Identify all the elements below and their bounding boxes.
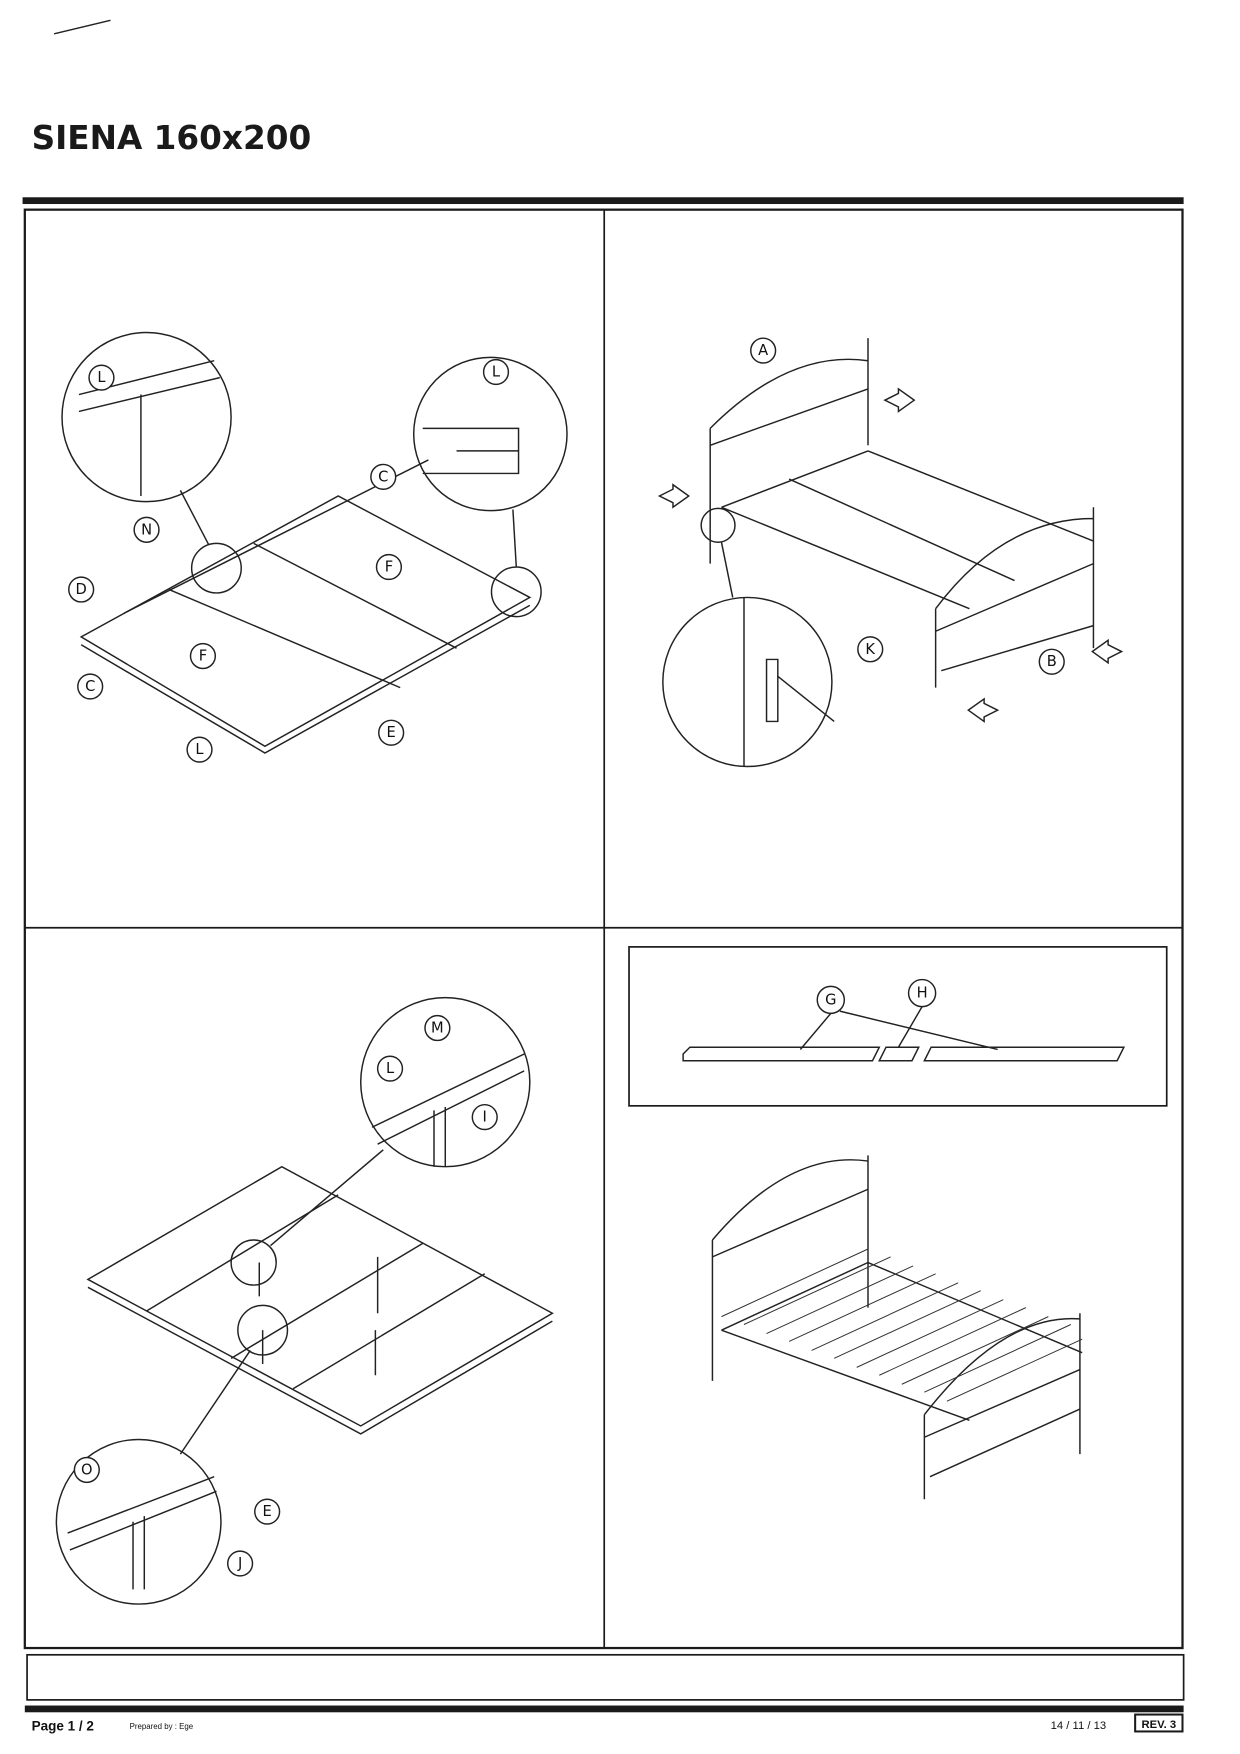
part-label-i: I	[483, 1109, 487, 1126]
part-label-l: L	[386, 1060, 395, 1077]
part-label-e: E	[387, 724, 396, 741]
part-label-f: F	[385, 559, 393, 576]
footer-bar	[24, 1705, 1184, 1713]
header-bar	[22, 197, 1184, 205]
part-label-d: D	[76, 581, 87, 598]
panel-support-legs: M L I O E J	[55, 996, 554, 1605]
scan-mark	[53, 19, 111, 35]
part-label-j: J	[237, 1555, 242, 1572]
part-label-e: E	[263, 1503, 272, 1520]
revision: REV. 3	[1141, 1719, 1176, 1731]
part-label-b: B	[1047, 653, 1057, 670]
page-title: SIENA 160x200	[32, 119, 312, 157]
part-label-a: A	[758, 342, 768, 359]
part-label-l: L	[492, 363, 501, 380]
notes-box	[26, 1653, 1185, 1701]
part-label-c: C	[378, 468, 388, 485]
part-label-g: G	[825, 991, 836, 1008]
part-label-m: M	[431, 1020, 444, 1037]
part-labels: L L C N F D F C L E	[68, 358, 510, 763]
part-label-f: F	[199, 648, 207, 665]
slat-parts-inset	[628, 946, 1168, 1107]
part-label-k: K	[865, 641, 875, 658]
part-label-h: H	[917, 985, 928, 1002]
part-label-l: L	[97, 369, 106, 386]
part-label-o: O	[81, 1461, 93, 1478]
revision-box	[1134, 1713, 1184, 1733]
part-label-c: C	[85, 678, 95, 695]
panel-slats: G H	[628, 946, 1168, 1500]
panel-frame-assembly: L L C N F D F C L E	[61, 331, 568, 763]
part-label-l: L	[195, 741, 204, 758]
page-number: Page 1 / 2	[32, 1718, 94, 1733]
part-label-n: N	[141, 521, 152, 538]
prepared-by: Prepared by : Ege	[130, 1722, 194, 1731]
panel-headboard-assembly: A K B	[657, 337, 1124, 768]
date: 14 / 11 / 13	[1051, 1720, 1107, 1732]
